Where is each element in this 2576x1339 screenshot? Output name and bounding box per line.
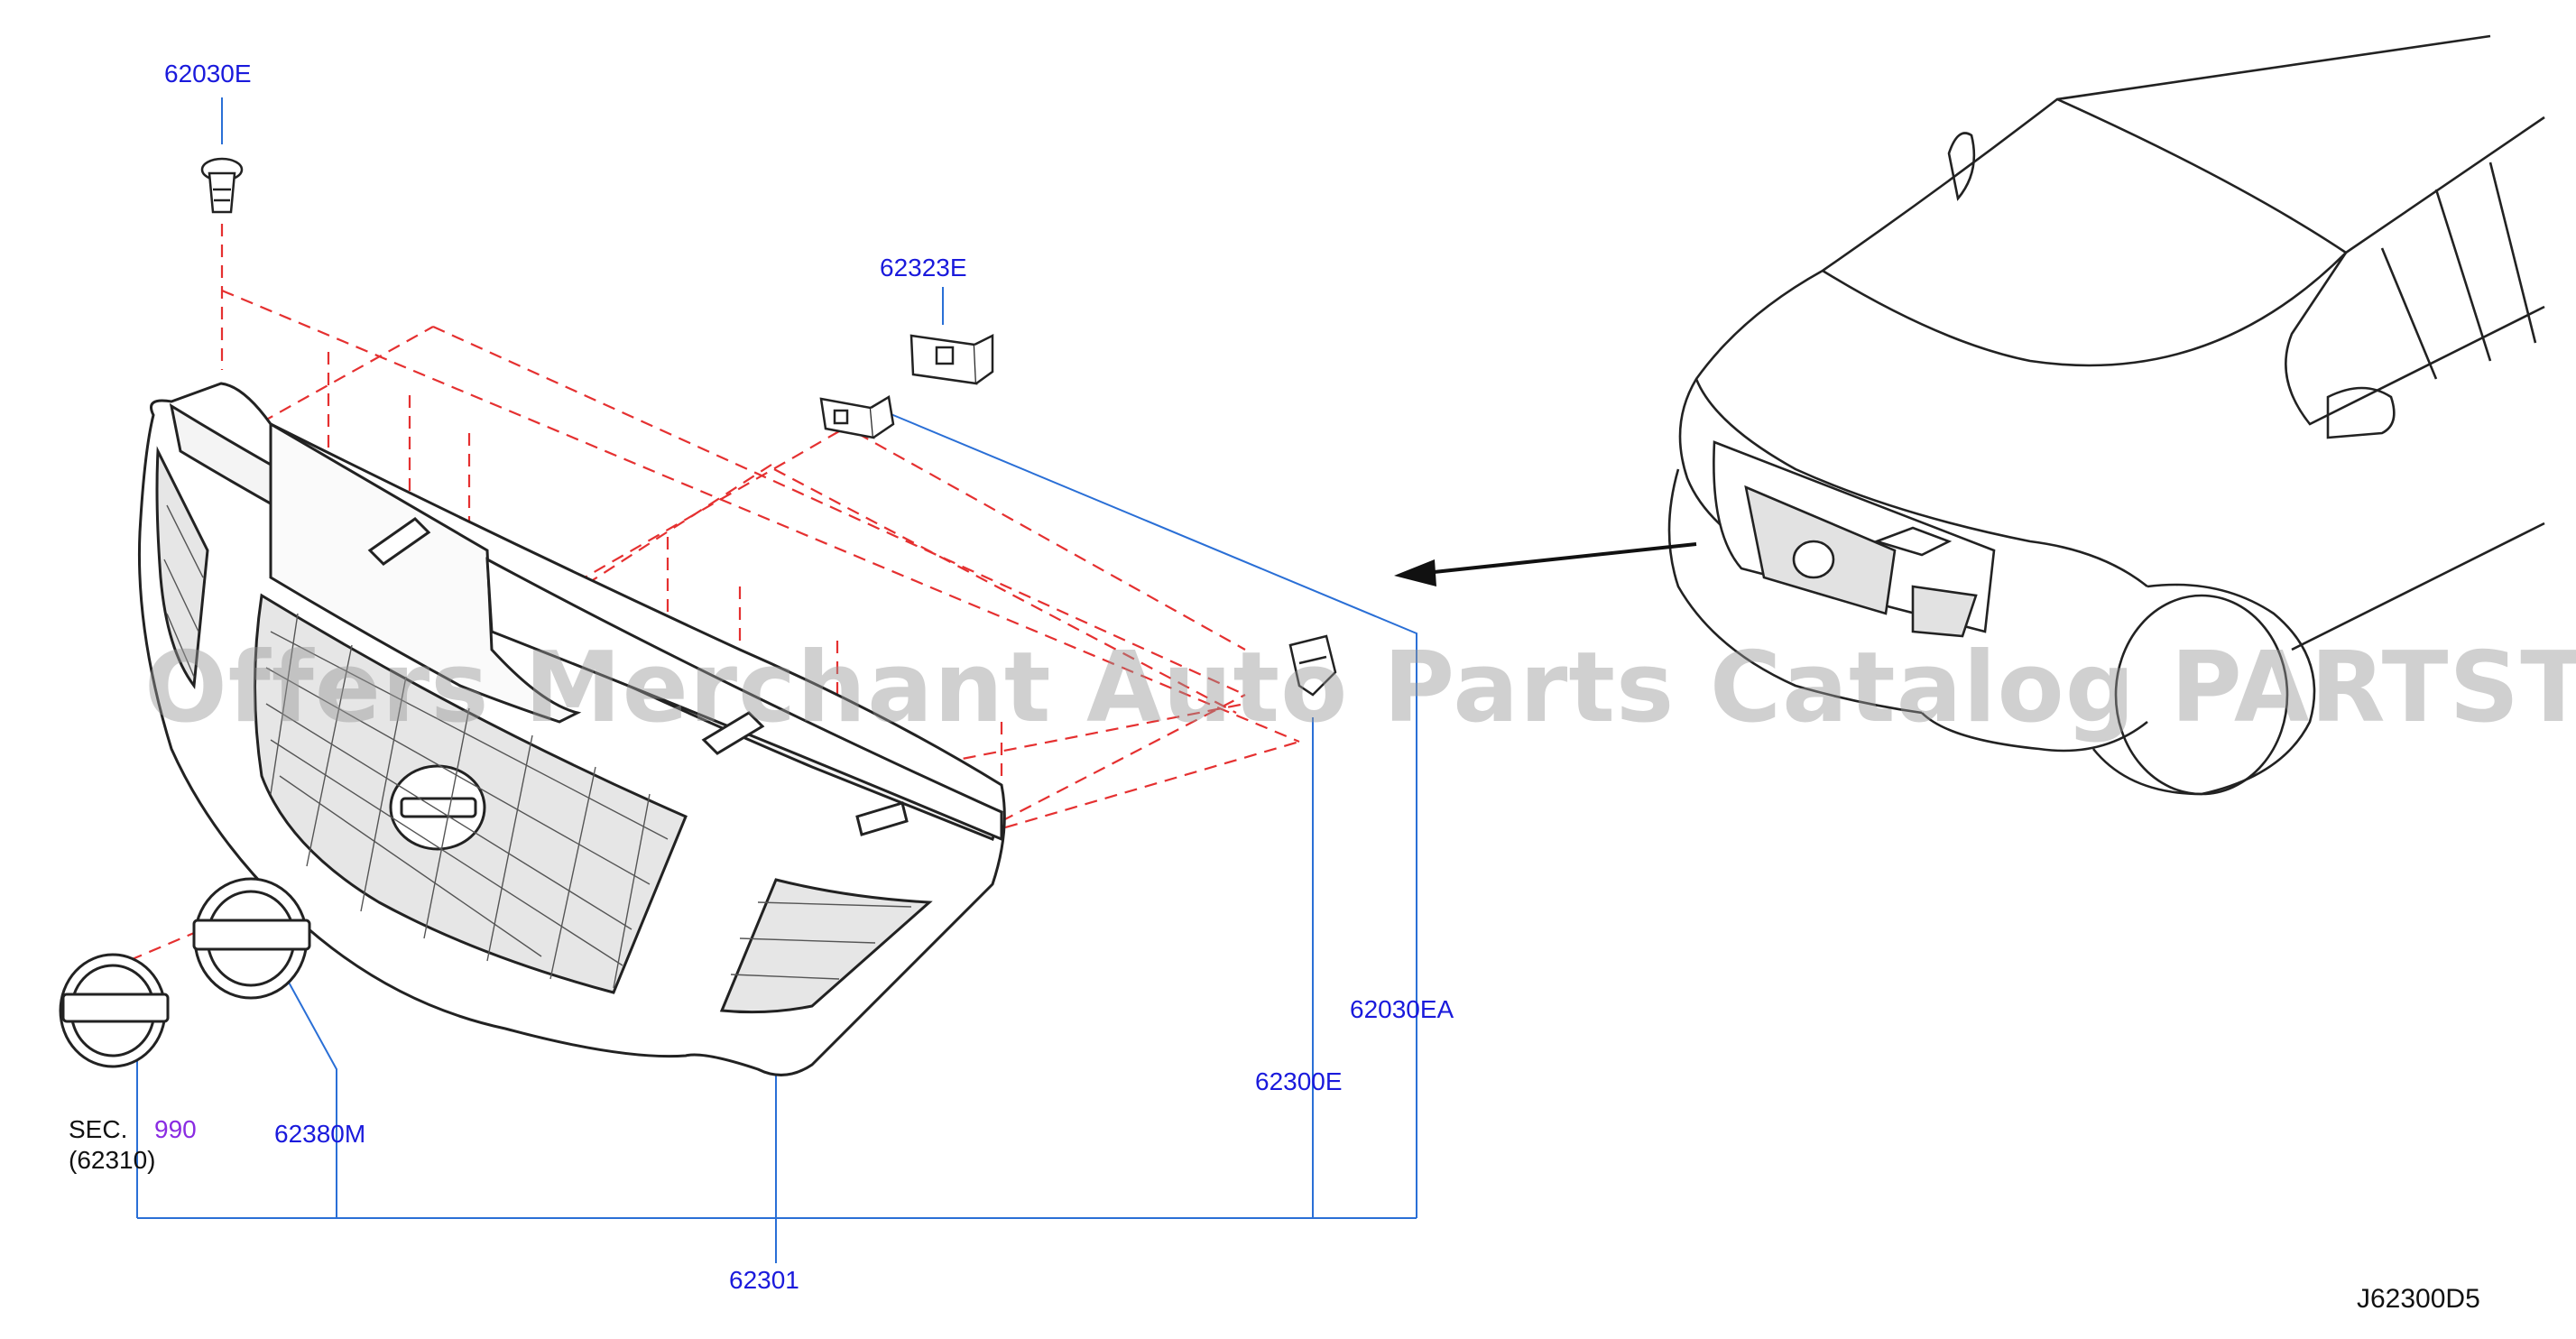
label-sec-number[interactable]: 990 — [154, 1115, 197, 1143]
grille-top-panel — [269, 421, 582, 724]
emblem-front-icon — [59, 953, 170, 1068]
grille-assembly — [137, 382, 1006, 1076]
side-clip-icon — [1288, 634, 1337, 697]
label-sec: SEC. — [69, 1115, 128, 1143]
arrow-icon — [1394, 542, 1697, 586]
grille-tab-right — [855, 801, 909, 836]
grille-emblem-bar — [400, 797, 477, 818]
label-62030E: 62030E — [164, 60, 252, 88]
grille-mesh-hatch — [163, 504, 912, 989]
grille-tab-left — [367, 517, 431, 566]
leader-lines — [136, 97, 1417, 1263]
push-clip-icon — [200, 157, 244, 214]
bracket-small-icon — [819, 394, 895, 439]
label-62301: 62301 — [729, 1266, 799, 1294]
label-62323E: 62323E — [880, 254, 967, 282]
grille-top-ridge — [485, 557, 1003, 842]
grille-tab-center — [701, 711, 765, 755]
label-62300E: 62300E — [1255, 1067, 1343, 1095]
emblem-62380M-icon — [192, 877, 311, 1000]
grille-right-mesh — [719, 878, 933, 1014]
watermark: Offers Merchant Auto Parts Catalog PARTS… — [144, 632, 2576, 744]
diagram-code: J62300D5 — [2357, 1284, 2480, 1314]
bracket-icon — [909, 333, 994, 385]
vehicle-icon — [1667, 34, 2545, 796]
label-62030EA: 62030EA — [1350, 995, 1454, 1023]
label-sec-ref: (62310) — [69, 1146, 156, 1174]
label-62380M: 62380M — [274, 1120, 366, 1148]
